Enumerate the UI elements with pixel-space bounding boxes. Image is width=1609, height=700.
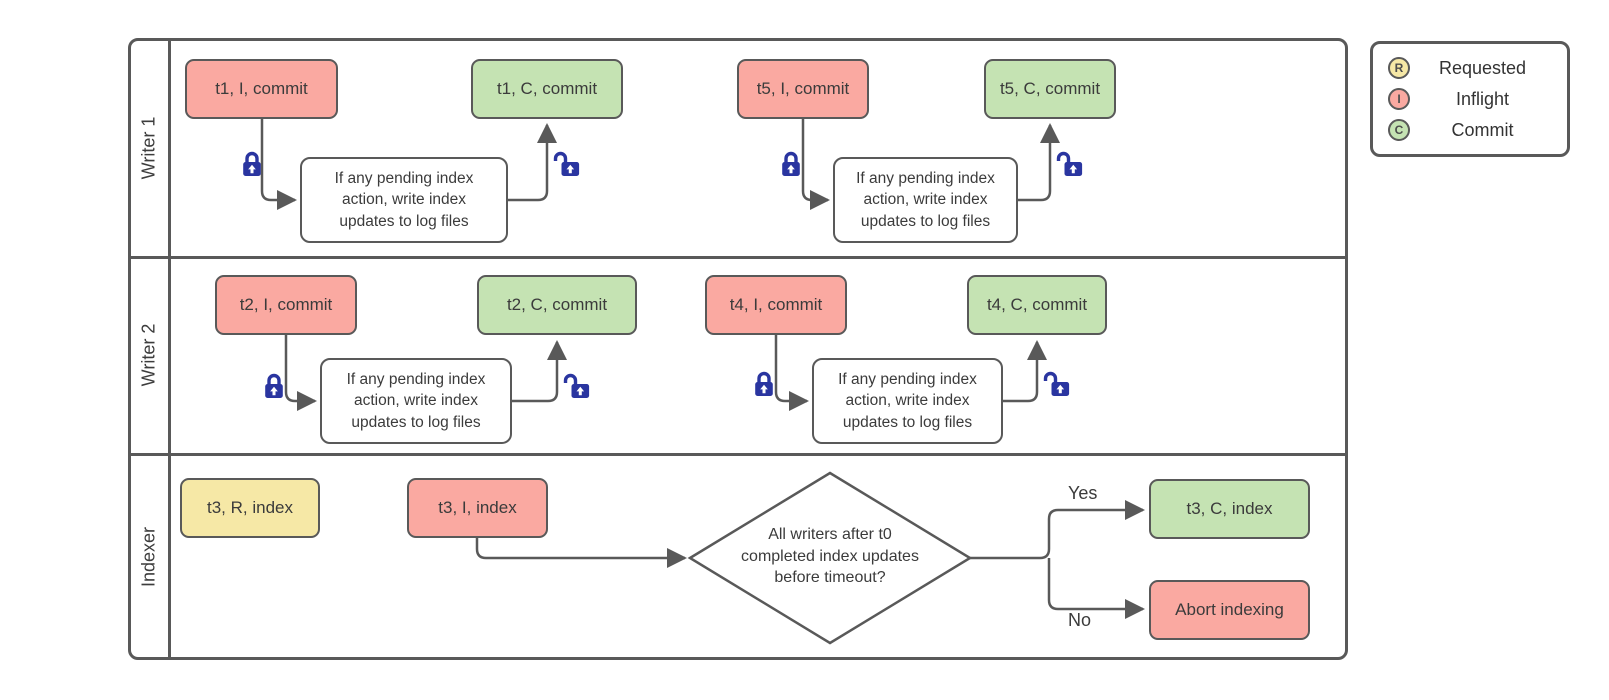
- node-t1-inflight: t1, I, commit: [185, 59, 338, 119]
- lane-header-divider: [168, 40, 171, 658]
- node-label: t2, I, commit: [239, 295, 333, 314]
- lane-divider-2: [130, 453, 1346, 456]
- node-t3-inflight: t3, I, index: [407, 478, 548, 538]
- node-label: t1, I, commit: [215, 79, 308, 98]
- lock-open-icon: [553, 151, 580, 176]
- node-abort-indexing: Abort indexing: [1149, 580, 1310, 640]
- legend-label: Requested: [1438, 57, 1527, 78]
- node-t5-commit: t5, C, commit: [984, 59, 1116, 119]
- process-note-t1: If any pending index action, write index…: [300, 157, 508, 243]
- node-t1-commit: t1, C, commit: [471, 59, 623, 119]
- lane-divider-1: [130, 256, 1346, 259]
- node-label: t4, I, commit: [729, 295, 823, 314]
- node-t4-inflight: t4, I, commit: [705, 275, 847, 335]
- decision-diamond: [687, 471, 973, 645]
- process-note-t5: If any pending index action, write index…: [833, 157, 1018, 243]
- decision-line: before timeout?: [774, 569, 886, 587]
- process-line: updates to log files: [339, 212, 469, 230]
- node-t2-inflight: t2, I, commit: [215, 275, 357, 335]
- node-label: t2, C, commit: [506, 295, 608, 314]
- legend-item-requested: R Requested: [1388, 55, 1555, 81]
- decision-line: completed index updates: [741, 547, 919, 565]
- process-line: If any pending index: [346, 370, 486, 388]
- process-note-t2: If any pending index action, write index…: [320, 358, 512, 444]
- node-label: t1, C, commit: [496, 79, 598, 98]
- node-label: t3, I, index: [438, 498, 517, 517]
- legend-item-commit: C Commit: [1388, 117, 1555, 143]
- node-t5-inflight: t5, I, commit: [737, 59, 869, 119]
- process-line: If any pending index: [856, 169, 995, 187]
- node-label: Abort indexing: [1175, 600, 1284, 619]
- process-line: action, write index: [863, 191, 988, 209]
- process-line: updates to log files: [842, 413, 973, 431]
- lock-closed-icon: [243, 151, 261, 176]
- process-note-t4: If any pending index action, write index…: [812, 358, 1003, 444]
- legend-item-inflight: I Inflight: [1388, 86, 1555, 112]
- branch-label-yes: Yes: [1068, 483, 1098, 503]
- lock-open-icon: [1056, 151, 1083, 176]
- node-label: t4, C, commit: [986, 295, 1088, 314]
- legend-swatch-requested: R: [1388, 57, 1410, 79]
- branch-label-no: No: [1068, 610, 1092, 630]
- node-t4-commit: t4, C, commit: [967, 275, 1107, 335]
- process-line: updates to log files: [351, 413, 481, 431]
- decision-line: All writers after t0: [768, 526, 892, 543]
- legend-swatch-inflight: I: [1388, 88, 1410, 110]
- lock-closed-icon: [265, 373, 283, 398]
- legend: R Requested I Inflight C Commit: [1370, 41, 1570, 157]
- node-label: t5, I, commit: [756, 79, 850, 98]
- legend-swatch-commit: C: [1388, 119, 1410, 141]
- node-label: t3, R, index: [207, 498, 293, 517]
- node-t3-requested: t3, R, index: [180, 478, 320, 538]
- lock-open-icon: [563, 373, 590, 398]
- process-line: If any pending index: [334, 169, 474, 187]
- process-line: updates to log files: [860, 212, 991, 230]
- node-t2-commit: t2, C, commit: [477, 275, 637, 335]
- lock-closed-icon: [755, 371, 773, 396]
- process-line: If any pending index: [838, 370, 977, 388]
- process-line: action, write index: [341, 191, 467, 209]
- process-line: action, write index: [845, 392, 970, 410]
- process-line: action, write index: [353, 392, 479, 410]
- lock-open-icon: [1043, 371, 1070, 396]
- node-label: t5, C, commit: [999, 79, 1101, 98]
- legend-label: Inflight: [1455, 88, 1510, 109]
- lock-closed-icon: [782, 151, 800, 176]
- legend-label: Commit: [1451, 119, 1514, 140]
- node-label: t3, C, index: [1186, 499, 1273, 518]
- node-t3-commit: t3, C, index: [1149, 479, 1310, 539]
- decision-question: All writers after t0 completed index upd…: [705, 524, 955, 589]
